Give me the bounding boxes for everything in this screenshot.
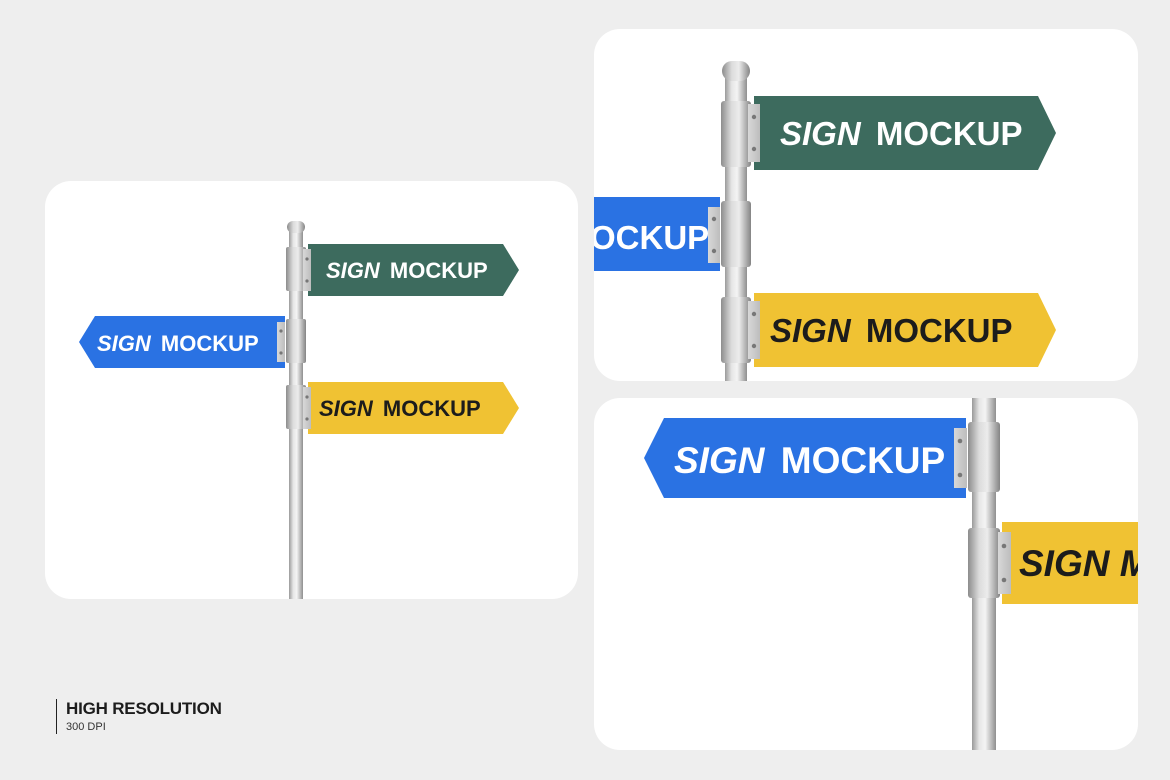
blue-sign-cropped-label: OCKUP [594,219,709,256]
yellow-sign-label: MOCKUP [866,312,1013,349]
pole-collar [286,385,306,429]
main-preview-card: SIGN MOCKUP SIGN MOCKUP SIGN MOCKUP [45,181,578,599]
svg-text:SIGN MOCKUP: SIGN MOCKUP [326,258,488,283]
yellow-sign-label-italic: SIGN [319,396,374,421]
pole-cap [722,61,750,81]
svg-text:SIGN MOCKUP: SIGN MOCKUP [97,331,259,356]
svg-text:SIGN MOCKUP: SIGN MOCKUP [674,440,945,481]
blue-sign-label: MOCKUP [781,440,945,481]
blue-sign: SIGN MOCKUP [79,316,285,368]
resolution-caption: HIGH RESOLUTION 300 DPI [56,699,222,734]
main-signpost-illustration: SIGN MOCKUP SIGN MOCKUP SIGN MOCKUP [79,221,519,599]
yellow-sign: SIGN MOCKUP [748,293,1056,367]
pole-collar [286,247,306,291]
svg-text:SIGN MOCKUP: SIGN MOCKUP [780,115,1023,152]
pole-collar [286,319,306,363]
yellow-sign-cropped-label: SIGN M [1019,543,1138,584]
pole-collar [721,297,751,363]
green-sign-label-italic: SIGN [326,258,381,283]
blue-sign-label-italic: SIGN [97,331,152,356]
pole-collar [968,422,1000,492]
green-sign-label: MOCKUP [390,258,488,283]
svg-text:SIGN MOCKUP: SIGN MOCKUP [319,396,481,421]
caption-title: HIGH RESOLUTION [66,699,222,718]
blue-sign-label-italic: SIGN [674,440,766,481]
blue-sign-label: MOCKUP [161,331,259,356]
svg-text:SIGN MOCKUP: SIGN MOCKUP [770,312,1013,349]
green-sign: SIGN MOCKUP [303,244,519,296]
blue-sign-cropped: OCKUP [594,197,720,271]
bottom-detail-illustration: SIGN MOCKUP SIGN M [644,398,1138,750]
yellow-sign-label-italic: SIGN [770,312,852,349]
yellow-sign: SIGN MOCKUP [303,382,519,434]
yellow-sign-cropped: SIGN M [998,522,1138,604]
blue-sign: SIGN MOCKUP [644,418,967,498]
pole-collar [721,101,751,167]
yellow-sign-label: MOCKUP [383,396,481,421]
pole-cap [287,221,305,233]
top-detail-card: SIGN MOCKUP OCKUP SIGN MOCKUP [594,29,1138,381]
green-sign-label: MOCKUP [876,115,1023,152]
pole-collar [721,201,751,267]
pole-collar [968,528,1000,598]
bottom-detail-card: SIGN MOCKUP SIGN M [594,398,1138,750]
caption-subtitle: 300 DPI [66,721,106,733]
top-detail-illustration: SIGN MOCKUP OCKUP SIGN MOCKUP [594,61,1056,381]
green-sign: SIGN MOCKUP [748,96,1056,170]
green-sign-label-italic: SIGN [780,115,862,152]
